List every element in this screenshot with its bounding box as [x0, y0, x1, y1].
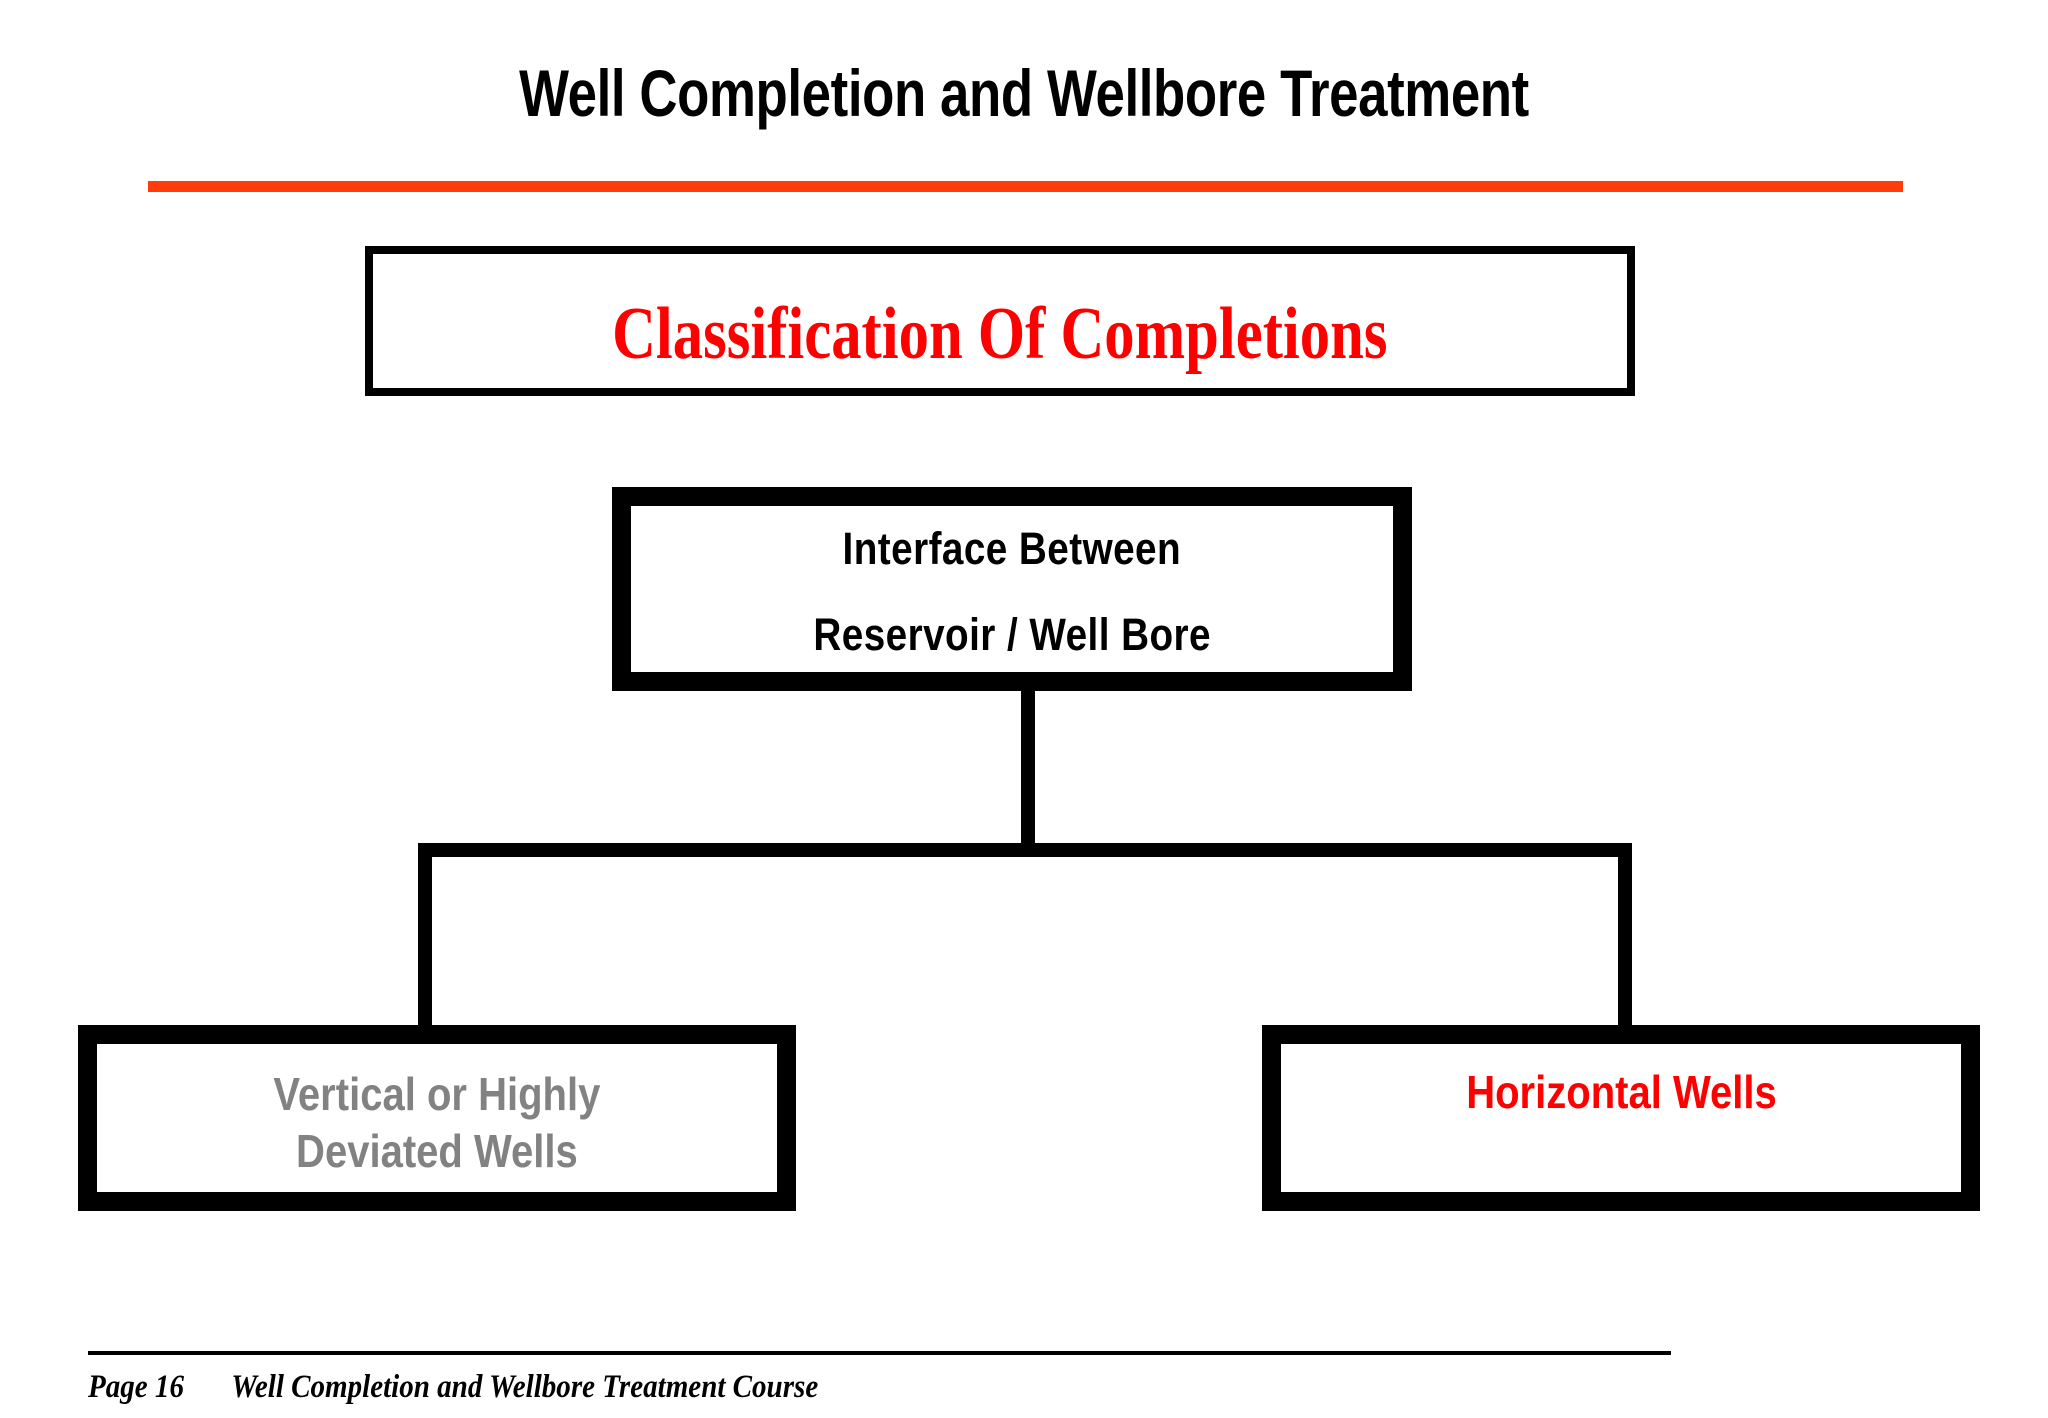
vertical-wells-line-2: Deviated Wells	[296, 1125, 578, 1177]
footer: Page 16 Well Completion and Wellbore Tre…	[88, 1367, 818, 1407]
classification-of-completions-label: Classification Of Completions	[612, 293, 1388, 375]
connector-drop-left	[418, 843, 432, 1027]
connector-vertical-stem	[1021, 688, 1035, 856]
title-divider-rule	[148, 181, 1903, 192]
interface-reservoir-wellbore-box: Interface Between Reservoir / Well Bore	[612, 487, 1412, 691]
connector-drop-right	[1618, 843, 1632, 1027]
horizontal-wells-line-1: Horizontal Wells	[1465, 1066, 1777, 1118]
page-title: Well Completion and Wellbore Treatment	[519, 56, 1529, 130]
vertical-or-highly-deviated-wells-box: Vertical or Highly Deviated Wells	[78, 1025, 796, 1211]
horizontal-wells-box: Horizontal Wells	[1262, 1025, 1980, 1211]
vertical-wells-line-1: Vertical or Highly	[273, 1068, 601, 1120]
footer-course-title: Well Completion and Wellbore Treatment C…	[231, 1369, 819, 1405]
interface-box-line-1: Interface Between	[842, 523, 1182, 574]
interface-box-line-2: Reservoir / Well Bore	[813, 609, 1211, 660]
footer-divider-rule	[88, 1351, 1671, 1355]
classification-of-completions-box: Classification Of Completions	[365, 246, 1635, 396]
connector-horizontal-bar	[418, 843, 1632, 857]
footer-page-number: Page 16	[88, 1369, 184, 1405]
